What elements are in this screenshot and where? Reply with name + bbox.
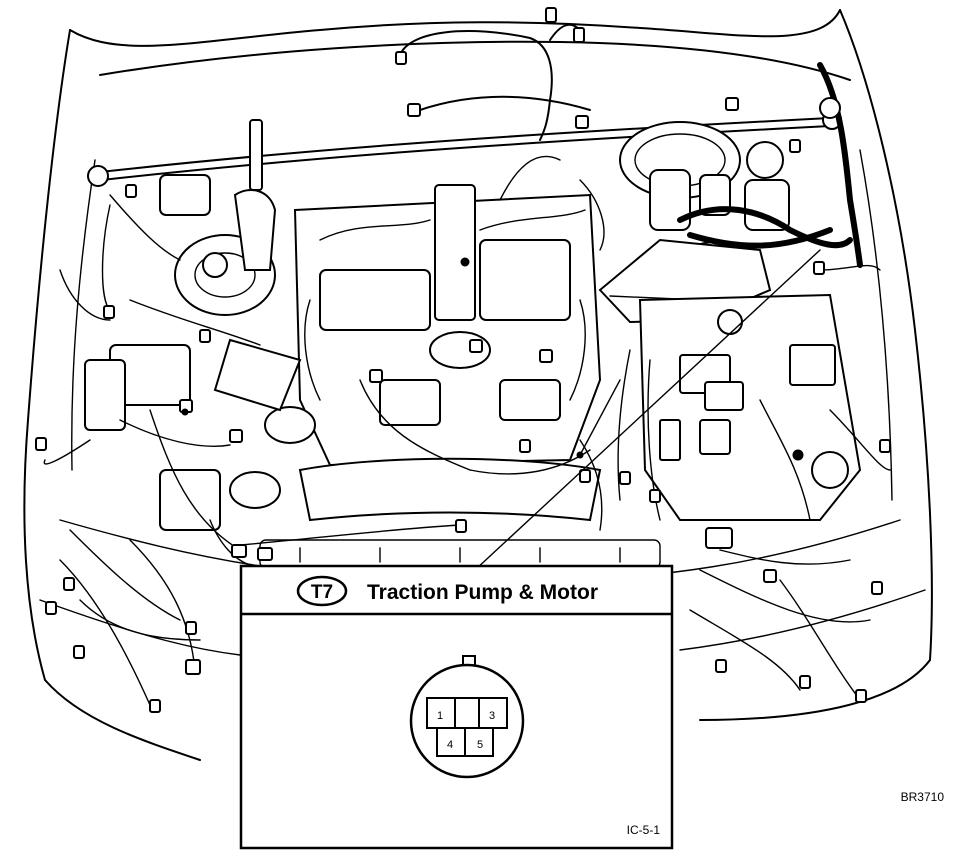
relay-block bbox=[638, 293, 862, 549]
connector-face: 1 3 4 5 bbox=[409, 655, 525, 779]
connector-title: Traction Pump & Motor bbox=[367, 581, 598, 604]
pin-3-cell bbox=[478, 697, 508, 729]
connector-code: T7 bbox=[311, 582, 333, 603]
battery-cable bbox=[677, 62, 863, 268]
connector-code-badge bbox=[296, 575, 348, 607]
callout-leader-lines bbox=[474, 249, 821, 571]
callout-reference: IC-5-1 bbox=[627, 823, 661, 837]
harness-connectors bbox=[35, 97, 891, 713]
connector-callout-box: T7 Traction Pump & Motor 1 3 4 5 IC-5-1 bbox=[239, 564, 674, 850]
pin-label-4: 4 bbox=[447, 739, 453, 751]
engine-block bbox=[293, 184, 602, 522]
pin-blank-cell bbox=[454, 697, 480, 729]
pin-5-cell bbox=[464, 727, 494, 757]
figure-id: BR3710 bbox=[901, 790, 945, 804]
left-strut-tower bbox=[84, 119, 316, 531]
pin-label-3: 3 bbox=[489, 710, 495, 722]
pin-1-cell bbox=[426, 697, 456, 729]
pin-label-5: 5 bbox=[477, 739, 483, 751]
pin-label-1: 1 bbox=[437, 710, 443, 722]
